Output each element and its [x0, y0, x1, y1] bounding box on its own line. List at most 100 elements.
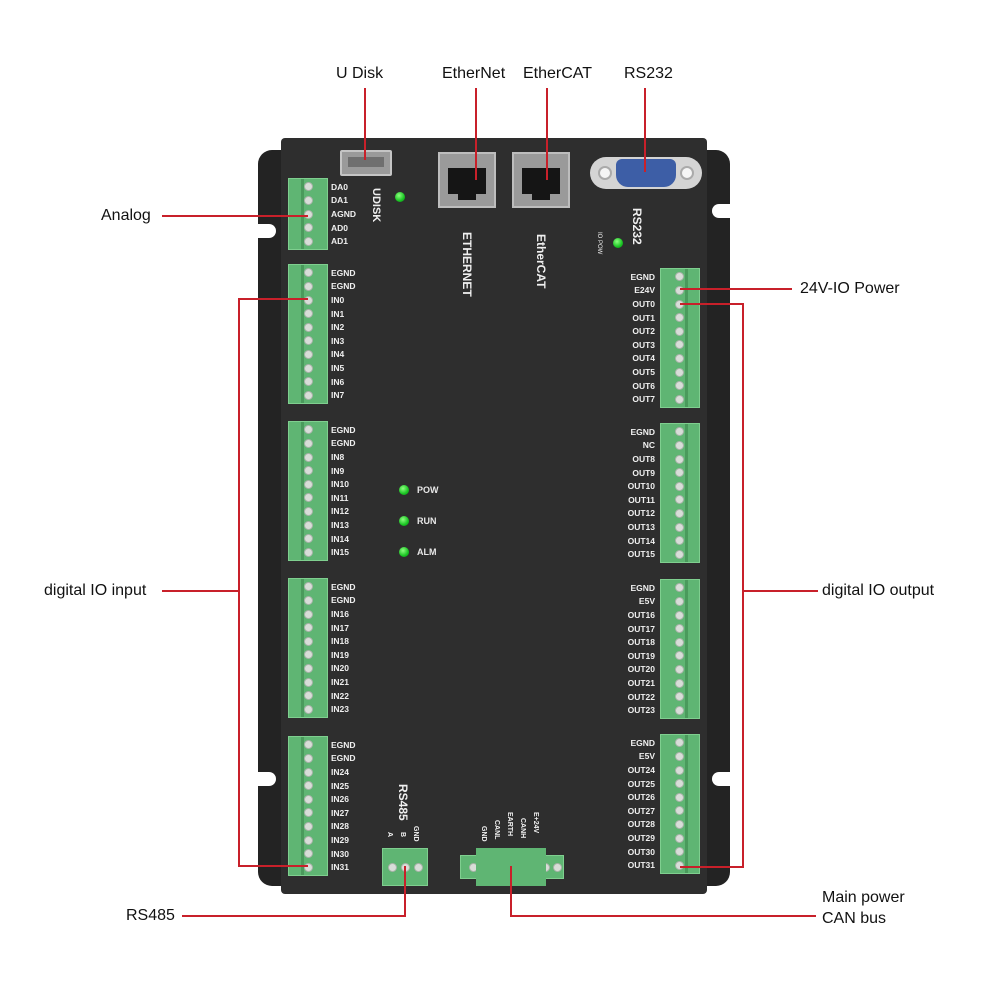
alm-label: ALM [417, 547, 437, 557]
rs232-label: RS232 [630, 208, 644, 245]
io-pow-led [613, 238, 623, 248]
terminal-screw [675, 394, 684, 404]
terminal-screw [675, 819, 684, 829]
terminal-screw [675, 624, 684, 634]
terminal-screw [675, 468, 684, 478]
pin-label: EGND [630, 426, 655, 437]
terminal-screw [675, 549, 684, 559]
rs485-label: RS485 [396, 784, 410, 821]
terminal-screw [304, 295, 313, 305]
pin-label: NC [642, 440, 655, 451]
pin-label: IN26 [331, 794, 349, 805]
pin-label: EGND [331, 595, 356, 606]
output-bracket-vertical [742, 303, 744, 867]
pin-label: OUT27 [627, 805, 655, 816]
callout-rs232: RS232 [624, 65, 673, 82]
udisk-led [395, 192, 405, 202]
pow-label: POW [417, 485, 439, 495]
rs485-callout-line [182, 915, 406, 917]
terminal-screw [304, 609, 313, 619]
terminal-screw [304, 704, 313, 714]
terminal-screw [304, 479, 313, 489]
terminal-screw [304, 821, 313, 831]
terminal-screw [304, 223, 313, 233]
ethernet-callout-line [475, 88, 477, 180]
terminal-screw [675, 792, 684, 802]
pin-label: IN8 [331, 452, 345, 462]
pin-label: IN14 [331, 533, 349, 544]
pin-label: OUT6 [632, 380, 655, 391]
pin-label: OUT25 [627, 778, 655, 789]
pin-label: OUT26 [627, 792, 655, 803]
terminal-screw [304, 691, 313, 701]
mounting-hole [712, 204, 738, 218]
terminal-screw [304, 281, 313, 291]
callout-can-bus: CAN bus [822, 910, 887, 927]
io-power-callout-line [680, 288, 792, 290]
terminal-screw [304, 663, 313, 673]
terminal-screw [675, 427, 684, 437]
pin-label: OUT10 [627, 481, 655, 492]
rs232-callout-line [644, 88, 646, 172]
terminal-screw [304, 595, 313, 605]
terminal-screw [304, 309, 313, 319]
pin-label: EGND [630, 271, 655, 282]
rs232-port [590, 157, 702, 189]
terminal-screw [304, 377, 313, 387]
pin-label: EGND [630, 737, 655, 748]
pin-label: IN6 [331, 376, 345, 387]
pin-label: EGND [331, 753, 356, 764]
callout-rs485: RS485 [126, 907, 175, 924]
ethernet-port [438, 152, 496, 208]
usb-port [340, 150, 392, 176]
power-pin-canl: CANL [493, 820, 500, 840]
terminal-screw [304, 582, 313, 592]
terminal-screw [304, 438, 313, 448]
terminal-screw [304, 808, 313, 818]
pin-label: IN2 [331, 322, 345, 333]
ethercat-label: EtherCAT [534, 234, 548, 289]
pin-label: IN29 [331, 835, 349, 845]
pin-label: OUT12 [627, 508, 655, 519]
terminal-screw [675, 678, 684, 688]
pin-label: OUT7 [632, 394, 655, 405]
pin-label: IN11 [331, 492, 349, 503]
terminal-screw [675, 610, 684, 620]
terminal-screw [675, 765, 684, 775]
pin-label: OUT21 [627, 678, 655, 688]
terminal-screw [675, 326, 684, 336]
terminal-screw [675, 692, 684, 702]
pin-label: EGND [331, 739, 356, 750]
io-pow-label: IO POW [596, 232, 602, 255]
power-callout-line [510, 915, 816, 917]
terminal-screw [304, 425, 313, 435]
pin-label: OUT1 [632, 312, 655, 323]
terminal-screw [675, 596, 684, 606]
pin-label: OUT9 [632, 467, 655, 478]
ethercat-port [512, 152, 570, 208]
pin-label: OUT4 [632, 353, 655, 364]
run-led [399, 516, 409, 526]
udisk-callout-line [364, 88, 366, 160]
callout-analog: Analog [101, 207, 151, 224]
pin-label: IN0 [331, 295, 345, 305]
terminal-screw [304, 236, 313, 246]
pin-label: OUT19 [627, 650, 655, 661]
terminal-screw [304, 209, 313, 219]
pin-label: IN18 [331, 636, 349, 647]
terminal-screw [304, 753, 313, 763]
pin-label: IN30 [331, 848, 349, 859]
terminal-screw [304, 363, 313, 373]
pin-label: OUT20 [627, 664, 655, 675]
output-bracket-top [680, 303, 744, 305]
terminal-screw [675, 481, 684, 491]
pin-label: IN28 [331, 821, 349, 832]
callout-udisk: U Disk [336, 65, 384, 82]
mounting-hole [250, 224, 276, 238]
power-pin-earth: EARTH [506, 812, 513, 837]
pin-label: OUT0 [632, 299, 655, 309]
pin-label: OUT5 [632, 367, 655, 377]
pin-label: IN7 [331, 390, 345, 401]
pin-label: AD0 [331, 222, 349, 233]
terminal-screw [675, 454, 684, 464]
